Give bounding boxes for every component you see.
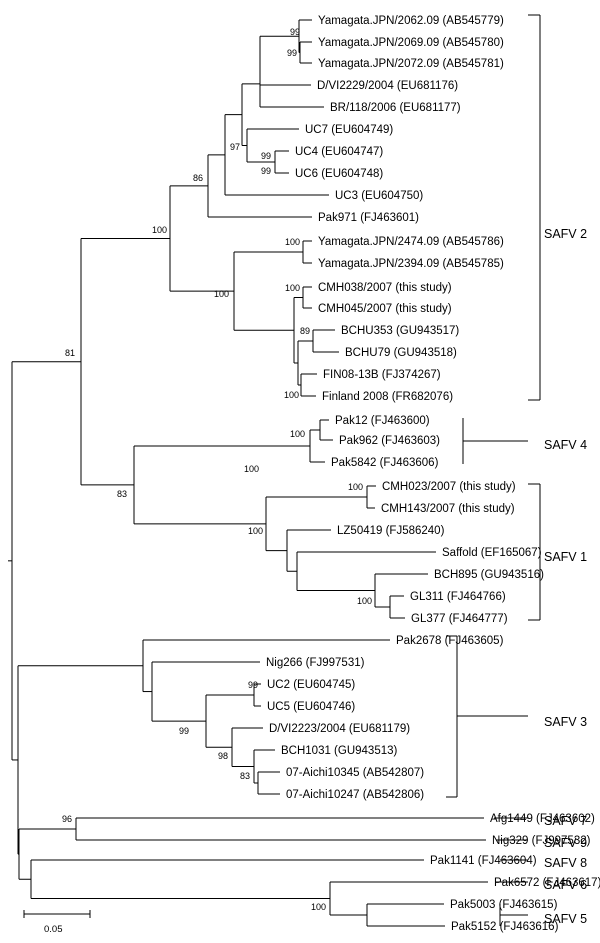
leaf-label: Saffold (EF165067) <box>442 547 542 559</box>
bootstrap-value: 100 <box>152 225 167 235</box>
bootstrap-value: 100 <box>348 482 363 492</box>
bootstrap-value: 100 <box>357 596 372 606</box>
bootstrap-value: 99 <box>179 726 189 736</box>
leaf-label: 07-Aichi10247 (AB542806) <box>286 789 424 801</box>
bootstrap-value: 81 <box>65 348 75 358</box>
leaf-label: Yamagata.JPN/2072.09 (AB545781) <box>318 58 504 70</box>
bootstrap-value: 99 <box>261 166 271 176</box>
leaf-label: BCHU79 (GU943518) <box>345 347 457 359</box>
leaf-label: UC7 (EU604749) <box>305 124 393 136</box>
bootstrap-value: 89 <box>300 326 310 336</box>
leaf-label: BCHU353 (GU943517) <box>341 325 459 337</box>
genotype-label: SAFV 2 <box>544 227 587 241</box>
leaf-label: Pak2678 (FJ463605) <box>396 635 504 647</box>
bootstrap-value: 100 <box>248 526 263 536</box>
leaf-labels: Yamagata.JPN/2062.09 (AB545779) Yamagata.… <box>266 15 600 933</box>
leaf-label: D/VI2229/2004 (EU681176) <box>317 80 458 92</box>
leaf-label: GL377 (FJ464777) <box>411 613 508 625</box>
leaf-label: Finland 2008 (FR682076) <box>322 391 453 403</box>
leaf-label: UC2 (EU604745) <box>267 679 355 691</box>
bootstrap-value: 100 <box>214 289 229 299</box>
leaf-label: UC4 (EU604747) <box>295 146 383 158</box>
bootstrap-value: 99 <box>248 680 258 690</box>
leaf-label: Yamagata.JPN/2474.09 (AB545786) <box>318 236 504 248</box>
genotype-label: SAFV 8 <box>544 856 587 870</box>
bootstrap-value: 96 <box>62 814 72 824</box>
leaf-label: BCH1031 (GU943513) <box>281 745 398 757</box>
leaf-label: Pak12 (FJ463600) <box>335 415 430 427</box>
bootstrap-value: 99 <box>290 27 300 37</box>
genotype-label: SAFV 9 <box>544 836 587 850</box>
leaf-label: LZ50419 (FJ586240) <box>337 525 445 537</box>
leaf-label: BR/118/2006 (EU681177) <box>330 102 461 114</box>
genotype-label: SAFV 5 <box>544 912 587 926</box>
leaf-label: CMH023/2007 (this study) <box>382 481 516 493</box>
bootstrap-value: 100 <box>285 283 300 293</box>
genotype-brackets: SAFV 2 SAFV 4 SAFV 1 SAFV 3 SAFV 7 SAFV 9 SAFV… <box>446 14 587 926</box>
leaf-label: GL311 (FJ464766) <box>410 591 506 603</box>
leaf-label: 07-Aichi10345 (AB542807) <box>286 767 424 779</box>
leaf-label: CMH038/2007 (this study) <box>318 282 452 294</box>
leaf-label: FIN08-13B (FJ374267) <box>323 369 441 381</box>
leaf-label: Yamagata.JPN/2394.09 (AB545785) <box>318 258 504 270</box>
genotype-label: SAFV 3 <box>544 715 587 729</box>
bootstrap-value: 97 <box>230 142 240 152</box>
leaf-label: Afg1449 (FJ463602) <box>490 813 595 825</box>
leaf-label: Pak1141 (FJ463604) <box>430 855 537 867</box>
leaf-label: Pak6572 (FJ463617) <box>494 877 600 889</box>
leaf-label: Pak5003 (FJ463615) <box>450 899 558 911</box>
leaf-label: Pak971 (FJ463601) <box>318 212 419 224</box>
leaf-label: CMH143/2007 (this study) <box>381 503 515 515</box>
bootstrap-value: 100 <box>284 390 299 400</box>
leaf-label: BCH895 (GU943516) <box>434 569 544 581</box>
leaf-label: Nig329 (FJ997532) <box>492 835 591 847</box>
bootstrap-value: 100 <box>244 464 259 474</box>
bootstrap-value: 83 <box>117 489 127 499</box>
scale-bar-label: 0.05 <box>44 924 63 935</box>
bootstrap-value: 100 <box>290 429 305 439</box>
bootstrap-value: 100 <box>285 237 300 247</box>
leaf-label: UC6 (EU604748) <box>295 168 383 180</box>
genotype-label: SAFV 4 <box>544 438 587 452</box>
bootstrap-values: 99 99 97 99 99 86 100 100 100 100 89 100 81 100 100 83 1… <box>62 27 372 912</box>
leaf-label: Pak962 (FJ463603) <box>339 435 440 447</box>
leaf-label: Pak5152 (FJ463616) <box>451 921 559 933</box>
bootstrap-value: 99 <box>261 151 271 161</box>
leaf-label: Yamagata.JPN/2062.09 (AB545779) <box>318 15 504 27</box>
bootstrap-value: 98 <box>218 751 228 761</box>
bootstrap-value: 99 <box>287 48 297 58</box>
leaf-label: Nig266 (FJ997531) <box>266 657 365 669</box>
bootstrap-value: 86 <box>193 173 203 183</box>
leaf-label: UC3 (EU604750) <box>335 190 423 202</box>
leaf-label: Yamagata.JPN/2069.09 (AB545780) <box>318 37 504 49</box>
genotype-label: SAFV 6 <box>544 878 587 892</box>
genotype-label: SAFV 1 <box>544 550 587 564</box>
genotype-label: SAFV 7 <box>544 814 587 828</box>
leaf-label: D/VI2223/2004 (EU681179) <box>269 723 410 735</box>
leaf-label: UC5 (EU604746) <box>267 701 355 713</box>
bootstrap-value: 100 <box>311 902 326 912</box>
scale-bar: 0.05 <box>23 910 91 935</box>
tree-branches <box>8 19 488 927</box>
leaf-label: Pak5842 (FJ463606) <box>331 457 439 469</box>
bootstrap-value: 83 <box>240 771 250 781</box>
leaf-label: CMH045/2007 (this study) <box>318 303 452 315</box>
